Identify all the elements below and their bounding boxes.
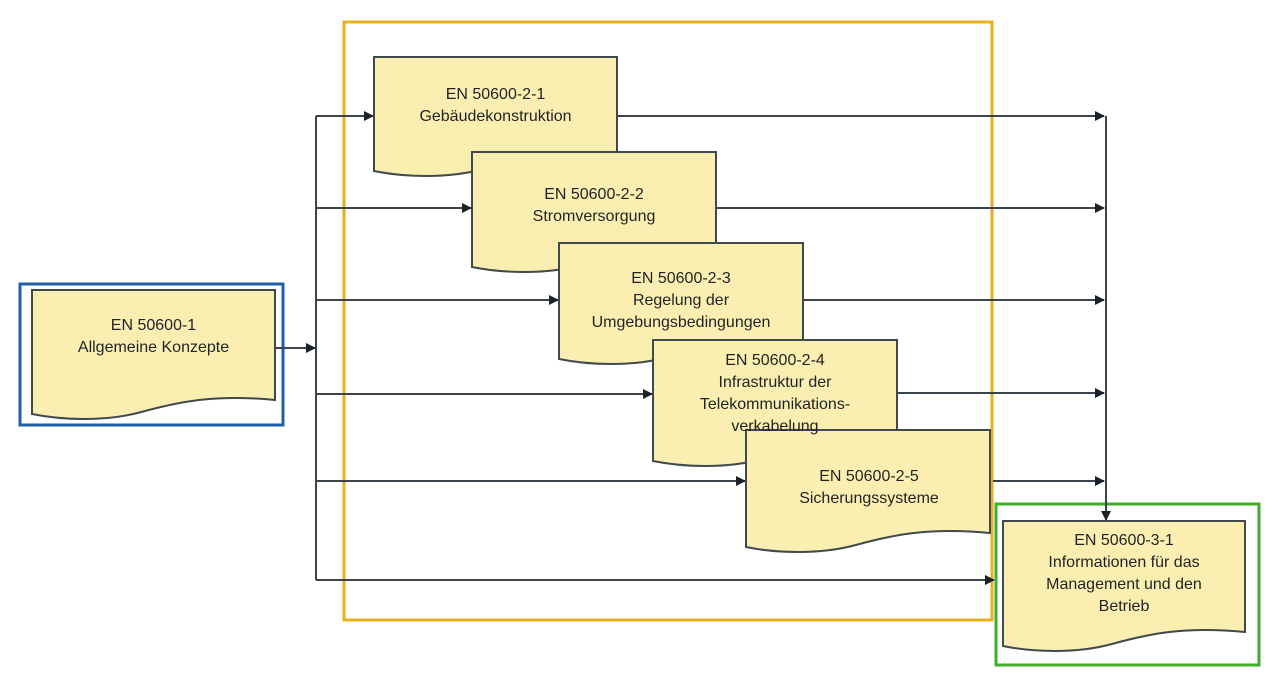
doc-title: Gebäudekonstruktion: [419, 108, 572, 125]
doc-shape-part3-1: [1002, 520, 1246, 652]
doc-code: EN 50600-3-1: [1074, 532, 1174, 549]
doc-part2-2[interactable]: EN 50600-2-2 Stromversorgung: [472, 184, 716, 228]
doc-code: EN 50600-2-5: [819, 468, 919, 485]
doc-title-line: Telekommunikations-: [699, 396, 851, 413]
doc-part2-5[interactable]: EN 50600-2-5 Sicherungssysteme: [746, 466, 992, 510]
doc-title: Sicherungssysteme: [799, 490, 939, 507]
part2-frame: [342, 20, 994, 622]
doc-code: EN 50600-2-1: [445, 86, 546, 103]
doc-code: EN 50600-2-2: [544, 186, 644, 203]
doc-part3-1[interactable]: EN 50600-3-1 Informationen für das Manag…: [1003, 530, 1245, 618]
doc-part2-3[interactable]: EN 50600-2-3 Regelung der Umgebungsbedin…: [559, 268, 803, 334]
doc-shape-part1: [31, 289, 276, 420]
doc-code: EN 50600-1: [110, 317, 197, 334]
doc-title-line: verkabelung: [731, 418, 819, 435]
doc-part2-4[interactable]: EN 50600-2-4 Infrastruktur der Telekommu…: [653, 350, 897, 438]
doc-title-line: Betrieb: [1098, 598, 1150, 615]
part1-frame: [18, 282, 285, 427]
doc-code: EN 50600-2-3: [631, 270, 731, 287]
part3-frame: [994, 502, 1261, 667]
doc-title: Stromversorgung: [532, 208, 656, 225]
doc-title-line: Infrastruktur der: [718, 374, 832, 391]
doc-code: EN 50600-2-4: [725, 352, 825, 369]
doc-title-line: Umgebungsbedingungen: [591, 314, 771, 331]
doc-title-line: Informationen für das: [1048, 554, 1200, 571]
doc-title-line: Regelung der: [632, 292, 730, 309]
output-connectors: [617, 111, 1111, 521]
input-connectors: [275, 111, 995, 585]
doc-shape-part2-5: [745, 429, 991, 553]
doc-title: Allgemeine Konzepte: [77, 339, 230, 356]
doc-title-line: Management und den: [1046, 576, 1202, 593]
doc-part2-1[interactable]: EN 50600-2-1 Gebäudekonstruktion: [374, 84, 617, 128]
doc-part1[interactable]: EN 50600-1 Allgemeine Konzepte: [32, 315, 275, 359]
